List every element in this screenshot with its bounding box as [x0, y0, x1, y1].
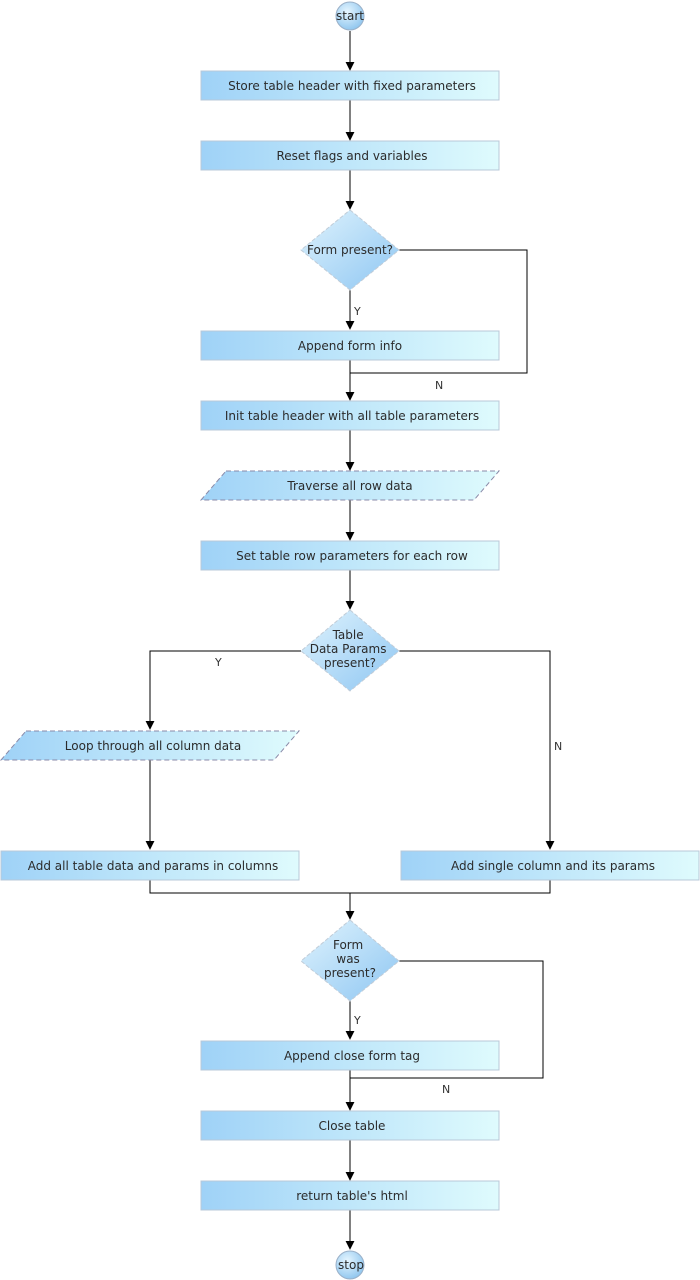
process-append-form-info: Append form info — [200, 330, 500, 361]
table-data-params-label: Table Data Params present? — [310, 628, 391, 670]
init-header-label: Init table header with all table paramet… — [225, 409, 479, 423]
process-return-html: return table's html — [200, 1180, 500, 1211]
process-init-header: Init table header with all table paramet… — [200, 400, 500, 431]
start-terminal: start — [335, 1, 365, 31]
connectors — [145, 31, 555, 1250]
add-single-column-label: Add single column and its params — [451, 859, 655, 873]
start-label: start — [336, 9, 364, 23]
append-close-form-label: Append close form tag — [284, 1049, 420, 1063]
edge-label-table-params-yes: Y — [214, 656, 222, 669]
close-table-label: Close table — [319, 1119, 386, 1133]
decision-form-present: Form present? — [300, 209, 400, 291]
edge-label-form-was-present-no: N — [442, 1083, 450, 1096]
process-set-row-params: Set table row parameters for each row — [200, 540, 500, 571]
process-append-close-form: Append close form tag — [200, 1040, 500, 1071]
edge-label-form-present-no: N — [435, 379, 443, 392]
return-html-label: return table's html — [296, 1189, 408, 1203]
edge-form-was-present-no — [350, 960, 544, 1079]
stop-label: stop — [338, 1258, 364, 1272]
decision-form-was-present: Form was present? — [300, 919, 400, 1002]
stop-terminal: stop — [335, 1250, 365, 1280]
process-add-single-column: Add single column and its params — [400, 850, 700, 881]
process-close-table: Close table — [200, 1110, 500, 1141]
add-all-data-label: Add all table data and params in columns — [28, 859, 279, 873]
edge-add-all-merge — [149, 880, 551, 894]
form-was-present-label: Form was present? — [324, 938, 376, 980]
process-store-header: Store table header with fixed parameters — [200, 70, 500, 101]
edge-labels: Y N Y N Y N — [214, 305, 562, 1096]
edge-table-params-no — [399, 650, 555, 850]
set-row-params-label: Set table row parameters for each row — [236, 549, 468, 563]
edge-label-form-was-present-yes: Y — [353, 1014, 361, 1027]
process-reset-flags: Reset flags and variables — [200, 140, 500, 171]
edge-form-present-no — [350, 249, 528, 374]
edge-label-form-present-yes: Y — [353, 305, 361, 318]
io-traverse-rows: Traverse all row data — [199, 470, 501, 501]
process-add-all-data: Add all table data and params in columns — [0, 850, 300, 881]
append-form-info-label: Append form info — [298, 339, 402, 353]
traverse-rows-label: Traverse all row data — [286, 479, 412, 493]
store-header-label: Store table header with fixed parameters — [228, 79, 476, 93]
io-loop-columns: Loop through all column data — [0, 730, 301, 761]
form-present-label: Form present? — [307, 243, 393, 257]
edge-label-table-params-no: N — [554, 740, 562, 753]
edge-table-params-yes — [145, 650, 301, 730]
reset-flags-label: Reset flags and variables — [277, 149, 428, 163]
loop-columns-label: Loop through all column data — [65, 739, 241, 753]
decision-table-data-params: Table Data Params present? — [300, 609, 400, 692]
